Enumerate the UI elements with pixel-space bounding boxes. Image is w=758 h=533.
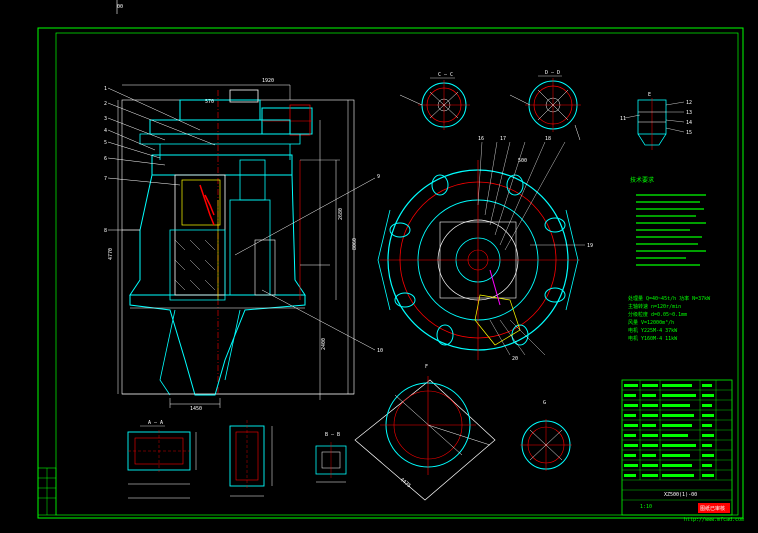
callout-20: 20 [512, 356, 518, 362]
detail-g-view: G [520, 400, 572, 471]
title-block-fill-text [624, 384, 714, 477]
section-b-view [229, 420, 273, 497]
detail-e-view: E 11 12 13 14 15 [620, 92, 692, 150]
plan-view: 16 17 18 19 20 500 [377, 136, 593, 362]
approval-stamp [698, 503, 730, 513]
callout-10: 10 [377, 348, 383, 354]
callout-8: 8 [104, 228, 107, 234]
top-marker: 00 [117, 4, 123, 10]
dim-2680: 2680 [338, 208, 344, 220]
section-d-view: D — D [509, 70, 581, 141]
section-f-label: F [425, 364, 428, 370]
main-elevation: 1 2 3 4 5 6 7 8 9 10 1920 4770 2680 8060… [104, 78, 383, 412]
notes-title: 技术要求 [630, 176, 654, 184]
callout-14: 14 [686, 120, 692, 126]
section-small-view: B — B [315, 432, 347, 483]
watermark-url: http://www.mfcad.com [684, 517, 744, 523]
section-b-label: B — B [325, 432, 340, 438]
approval-stamp-text: 图纸已审核 [700, 505, 725, 512]
section-a-label: A — A [148, 420, 163, 426]
spec-line-4: 风量 V=12000m³/h [628, 319, 674, 326]
notes-lines [636, 194, 706, 266]
drawing-frame: 00 [37, 0, 744, 519]
section-c-label: C — C [438, 72, 453, 78]
detail-e-label: E [648, 92, 651, 98]
detail-g-label: G [543, 400, 546, 406]
section-f-view: F 4475 [354, 364, 496, 501]
dim-500: 500 [518, 158, 527, 164]
callout-19: 19 [587, 243, 593, 249]
dim-1450: 1450 [190, 406, 202, 412]
leader-lines [107, 87, 376, 351]
callout-15: 15 [686, 130, 692, 136]
dim-2400: 2400 [321, 338, 327, 350]
callout-16: 16 [478, 136, 484, 142]
spec-line-6: 电机 Y160M-4 11kW [628, 335, 678, 342]
callout-7: 7 [104, 176, 107, 182]
spec-line-1: 处理量 Q=40~45t/h 功率 N=37kW [628, 295, 711, 302]
dim-570: 570 [205, 99, 214, 105]
technical-notes: 技术要求 处理量 Q=40~45t/h 功率 N=37kW 主轴转速 n=120… [628, 176, 711, 342]
callout-5: 5 [104, 140, 107, 146]
dim-1920: 1920 [262, 78, 274, 84]
drawing-number: XZ500(1)-00 [664, 492, 697, 498]
scale-value: 1:10 [640, 504, 652, 510]
callout-11: 11 [620, 116, 626, 122]
callout-4: 4 [104, 128, 107, 134]
title-block: XZ500(1)-00 1:10 图纸已审核 http://www.mfcad.… [621, 379, 744, 523]
section-c-view: C — C [399, 72, 470, 130]
callout-18: 18 [545, 136, 551, 142]
spec-line-3: 分级粒度 d=0.05~0.1mm [628, 311, 687, 318]
spec-line-2: 主轴转速 n=120r/min [628, 303, 681, 310]
dim-8060: 8060 [352, 238, 358, 250]
spec-line-5: 电机 Y225M-4 37kW [628, 327, 678, 334]
callout-6: 6 [104, 156, 107, 162]
hatch-pattern [174, 239, 216, 291]
left-strip [37, 467, 57, 516]
dim-4770: 4770 [108, 248, 114, 260]
section-d-label: D — D [545, 70, 560, 76]
callout-13: 13 [686, 110, 692, 116]
callout-12: 12 [686, 100, 692, 106]
callout-17: 17 [500, 136, 506, 142]
callout-9: 9 [377, 174, 380, 180]
callout-1: 1 [104, 86, 107, 92]
section-a-view: A — A [127, 420, 197, 499]
callout-3: 3 [104, 116, 107, 122]
callout-2: 2 [104, 101, 107, 107]
